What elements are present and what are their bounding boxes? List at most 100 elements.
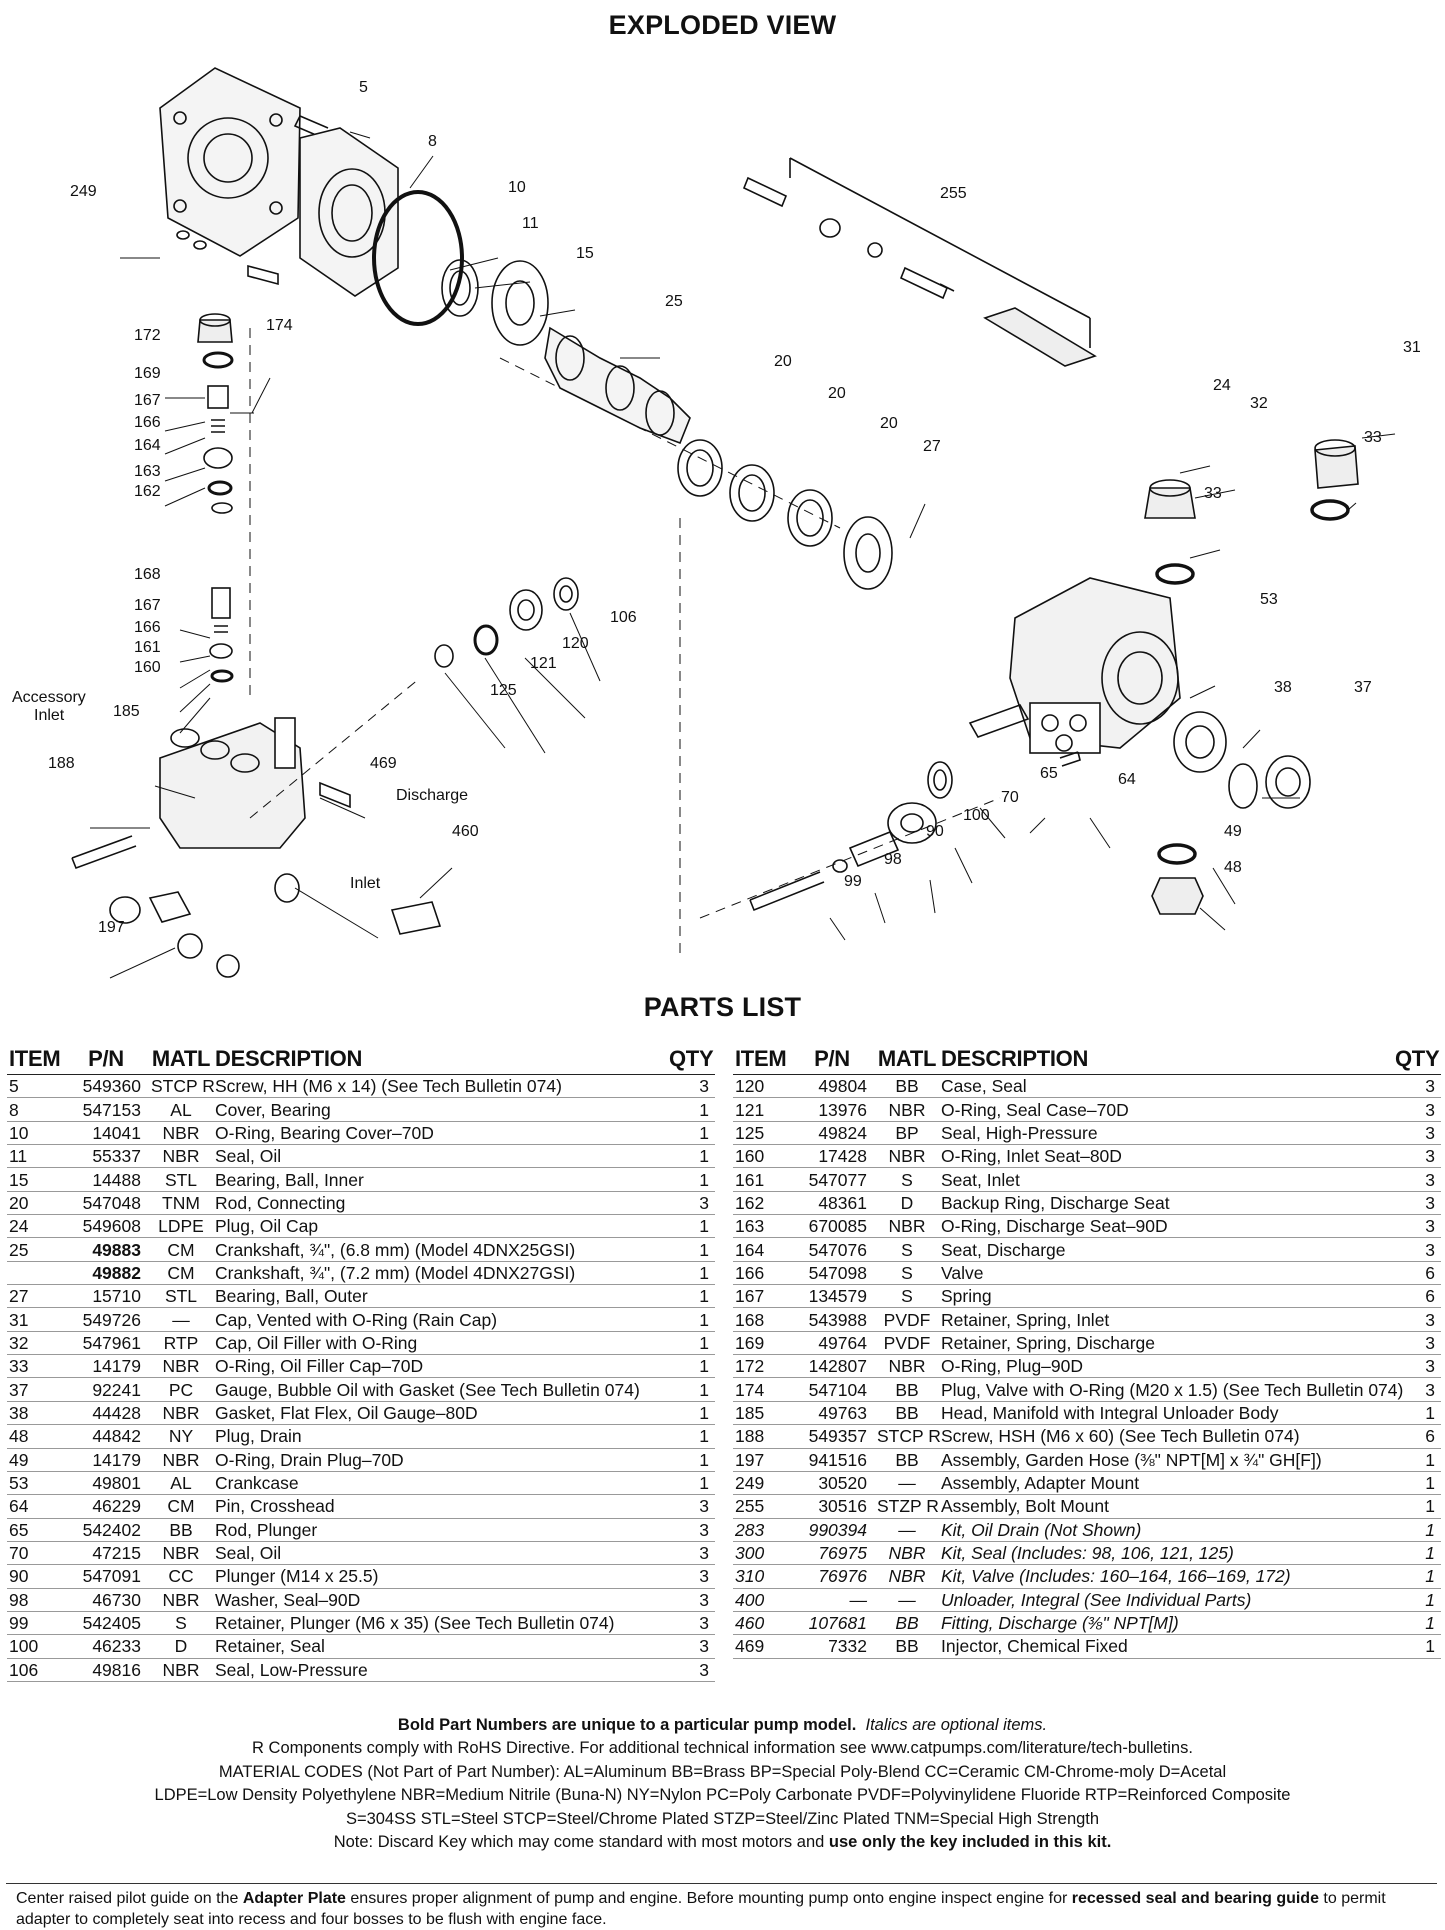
cell-item: 48 [7, 1424, 69, 1449]
cell-item: 106 [7, 1658, 69, 1682]
cell-item: 300 [733, 1541, 795, 1566]
cell-item: 70 [7, 1541, 69, 1566]
cell-item: 25 [7, 1237, 69, 1262]
cell-qty: 3 [1393, 1097, 1441, 1122]
cell-item: 53 [7, 1471, 69, 1496]
cell-description: Kit, Seal (Includes: 98, 106, 121, 125) [939, 1541, 1393, 1566]
cell-matl: CC [149, 1564, 213, 1589]
cell-matl: CM [149, 1237, 213, 1262]
cell-qty: 1 [667, 1331, 715, 1356]
col-description: DESCRIPTION [939, 1044, 1393, 1075]
cell-item: 167 [733, 1284, 795, 1309]
cell-matl: — [875, 1518, 939, 1542]
cell-description: Gauge, Bubble Oil with Gasket (See Tech … [213, 1377, 667, 1402]
exploded-view-diagram: 5 8 249 10 11 15 255 25 172 174 169 167 … [12, 67, 1421, 979]
cell-matl: D [875, 1191, 939, 1216]
cell-description: Cover, Bearing [213, 1097, 667, 1122]
cell-item: 64 [7, 1494, 69, 1519]
cell-qty: 3 [1393, 1237, 1441, 1262]
callout-98: 98 [884, 851, 902, 868]
cell-matl: PVDF [875, 1307, 939, 1332]
cell-pn: 49764 [795, 1331, 875, 1356]
cell-pn: 46229 [69, 1494, 149, 1519]
cell-item: 8 [7, 1097, 69, 1122]
callout-121: 121 [530, 655, 557, 672]
cell-description: Assembly, Garden Hose (⅜" NPT[M] x ¾" GH… [939, 1448, 1393, 1472]
col-pn: P/N [69, 1044, 149, 1075]
cell-item: 188 [733, 1424, 795, 1449]
cell-qty: 3 [1393, 1354, 1441, 1379]
callout-125: 125 [490, 682, 517, 699]
cell-qty: 1 [1393, 1471, 1441, 1496]
cell-description: Unloader, Integral (See Individual Parts… [939, 1588, 1393, 1612]
cell-item: 120 [733, 1074, 795, 1099]
cell-item: 20 [7, 1191, 69, 1216]
cell-description: Rod, Plunger [213, 1518, 667, 1542]
cell-description: Screw, HH (M6 x 14) (See Tech Bulletin 0… [213, 1074, 667, 1099]
cell-description: Fitting, Discharge (⅜" NPT[M]) [939, 1611, 1393, 1636]
cell-qty: 3 [667, 1541, 715, 1566]
cell-item: 460 [733, 1611, 795, 1636]
cell-pn: 49763 [795, 1401, 875, 1426]
cell-item: 163 [733, 1214, 795, 1239]
cell-matl: S [875, 1261, 939, 1286]
cell-qty: 1 [1393, 1564, 1441, 1589]
cell-pn: 670085 [795, 1214, 875, 1239]
discharge-label: Discharge [396, 787, 468, 804]
col-description: DESCRIPTION [213, 1044, 667, 1075]
cell-item: 90 [7, 1564, 69, 1589]
cell-qty: 1 [667, 1167, 715, 1192]
cell-item [7, 1261, 69, 1286]
cell-description: Crankshaft, ¾", (6.8 mm) (Model 4DNX25GS… [213, 1237, 667, 1262]
callout-64: 64 [1118, 771, 1136, 788]
callout-70: 70 [1001, 789, 1019, 806]
cell-pn: 30516 [795, 1494, 875, 1519]
cell-pn: 549608 [69, 1214, 149, 1239]
cell-description: Seat, Inlet [939, 1167, 1393, 1192]
cell-item: 185 [733, 1401, 795, 1426]
callout-197: 197 [98, 919, 125, 936]
col-item: ITEM [733, 1044, 795, 1075]
notes-block: Bold Part Numbers are unique to a partic… [0, 1714, 1445, 1854]
cell-matl: NBR [149, 1401, 213, 1426]
cell-item: 49 [7, 1448, 69, 1472]
cell-pn: 14041 [69, 1121, 149, 1146]
cell-pn: 547098 [795, 1261, 875, 1286]
cell-matl: AL [149, 1471, 213, 1496]
cell-pn: 547091 [69, 1564, 149, 1589]
cell-qty: 1 [667, 1354, 715, 1379]
cell-item: 172 [733, 1354, 795, 1379]
callout-27: 27 [923, 438, 941, 455]
cell-pn: 49804 [795, 1074, 875, 1099]
o-ring-part [372, 190, 464, 326]
cell-pn: 44428 [69, 1401, 149, 1426]
callout-8: 8 [428, 133, 437, 150]
callout-174: 174 [266, 317, 293, 334]
cell-item: 37 [7, 1377, 69, 1402]
callout-33a: 33 [1364, 429, 1382, 446]
cell-matl: NBR [875, 1354, 939, 1379]
cell-item: 283 [733, 1518, 795, 1542]
cell-pn: 49816 [69, 1658, 149, 1682]
cell-matl: STL [149, 1167, 213, 1192]
cell-description: Rod, Connecting [213, 1191, 667, 1216]
cell-qty: 1 [1393, 1611, 1441, 1636]
cell-matl: — [149, 1307, 213, 1332]
